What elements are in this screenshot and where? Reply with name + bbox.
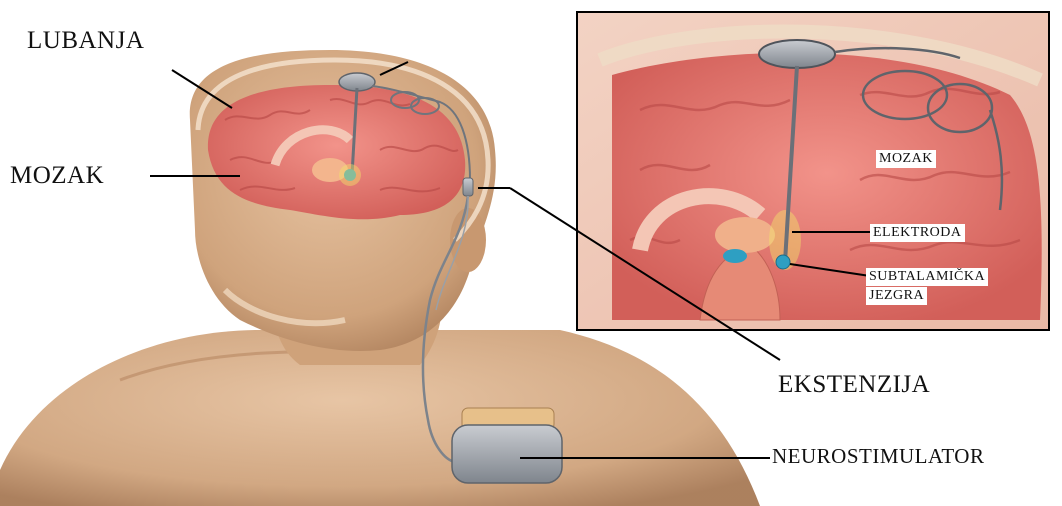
label-ekstenzija: EKSTENZIJA xyxy=(778,372,930,397)
extension-connector xyxy=(463,178,473,196)
inset-thalamus xyxy=(715,217,775,253)
label-elektroda: ELEKTRODA xyxy=(870,224,965,242)
stimulator-body xyxy=(452,425,562,483)
inset-target-nucleus xyxy=(776,255,790,269)
inset-burr-cap xyxy=(759,40,835,68)
label-subtalamicka: SUBTALAMIČKA xyxy=(866,268,988,286)
label-neurostimulator: NEUROSTIMULATOR xyxy=(772,446,984,467)
label-inset-mozak: MOZAK xyxy=(876,150,936,168)
label-jezgra: JEZGRA xyxy=(866,287,927,305)
label-lubanja: LUBANJA xyxy=(27,28,144,53)
brain xyxy=(208,85,465,219)
inset-nucleus-left xyxy=(723,249,747,263)
label-mozak: MOZAK xyxy=(10,163,104,188)
target-glow xyxy=(339,164,361,186)
